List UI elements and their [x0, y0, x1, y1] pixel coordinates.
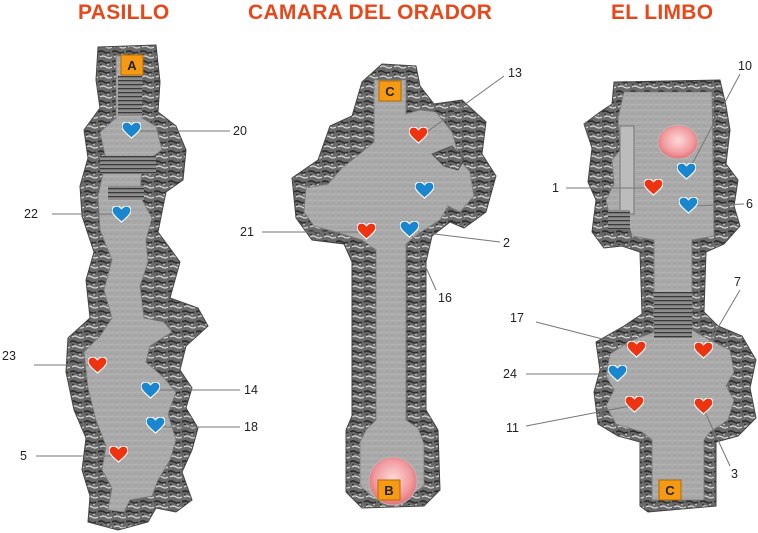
pasillo-stairs-mid [100, 156, 156, 174]
callout-14: 14 [244, 383, 258, 397]
leader-lines [34, 73, 745, 467]
marker-c-limbo-label: C [665, 483, 675, 498]
pasillo-stairs-low [108, 186, 144, 200]
marker-c-camara: C [378, 80, 402, 102]
marker-c-camara-label: C [385, 84, 395, 99]
callout-16: 16 [438, 291, 452, 305]
callout-2: 2 [503, 236, 510, 250]
limbo-alcove-wall [619, 125, 635, 215]
callout-3: 3 [731, 467, 738, 481]
callout-6: 6 [746, 197, 753, 211]
title-camara-del-orador: CAMARA DEL ORADOR [248, 1, 493, 24]
callout-17: 17 [510, 311, 524, 325]
pasillo-stairs-top [118, 76, 142, 116]
callout-5: 5 [20, 449, 27, 463]
marker-a: A [120, 54, 144, 76]
callout-numbers: 20 22 23 14 18 5 13 21 2 16 10 1 6 7 17 … [2, 59, 753, 481]
letter-markers: A C B C [120, 54, 682, 501]
callout-20: 20 [233, 124, 247, 138]
title-el-limbo: EL LIMBO [611, 1, 714, 24]
title-pasillo: PASILLO [78, 1, 170, 24]
marker-a-label: A [127, 58, 137, 73]
callout-23: 23 [2, 349, 16, 363]
callout-11: 11 [506, 421, 519, 435]
callout-22: 22 [24, 207, 38, 221]
map-pasillo [65, 44, 209, 531]
callout-1: 1 [552, 181, 559, 195]
callout-18: 18 [244, 420, 258, 434]
marker-b-label: B [384, 483, 393, 498]
map-el-limbo [583, 79, 757, 513]
camara-rock-intrusion [431, 145, 465, 171]
marker-b: B [377, 479, 401, 501]
callout-10: 10 [738, 59, 752, 73]
marker-c-limbo: C [658, 479, 682, 501]
callout-21: 21 [240, 225, 254, 239]
limbo-stairs [654, 292, 692, 338]
callout-13: 13 [508, 66, 522, 80]
callout-24: 24 [503, 367, 517, 381]
map-camara-del-orador [291, 63, 497, 509]
callout-7: 7 [734, 275, 741, 289]
limbo-side-stairs [608, 210, 630, 230]
limbo-portal [657, 124, 699, 160]
